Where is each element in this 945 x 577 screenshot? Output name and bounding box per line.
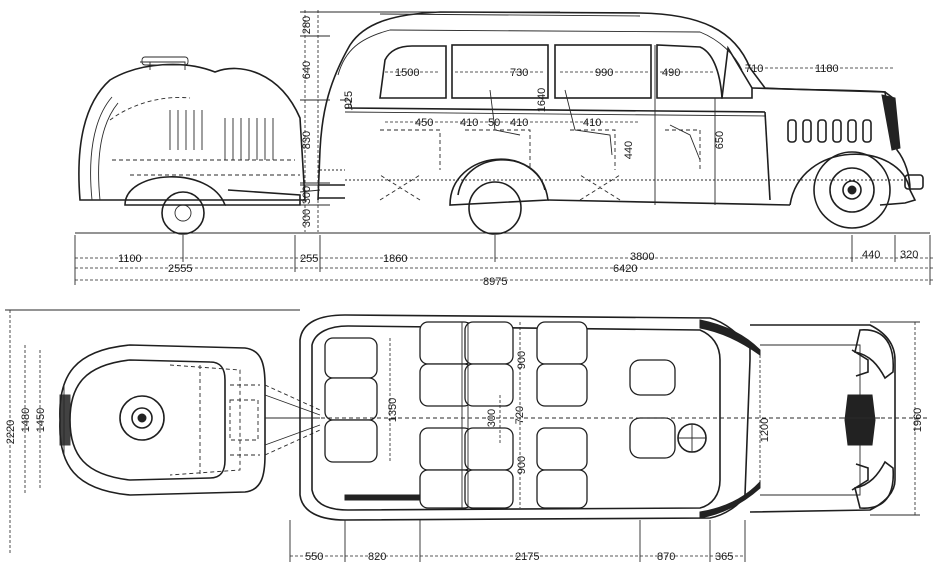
seat <box>324 377 378 421</box>
dim-1450: 1450 <box>35 408 47 432</box>
seat <box>419 427 473 471</box>
seat <box>536 469 588 509</box>
dim-410-b: 410 <box>510 117 528 129</box>
dim-2175: 2175 <box>515 551 539 563</box>
dim-1200: 1200 <box>759 418 771 442</box>
dim-730: 730 <box>510 67 528 79</box>
dim-820: 820 <box>368 551 386 563</box>
top-view: 2220 1480 1450 900 900 1350 300 720 1200… <box>5 309 930 563</box>
seat <box>419 363 473 407</box>
dim-990: 990 <box>595 67 613 79</box>
seat <box>536 427 588 471</box>
dim-365: 365 <box>715 551 733 563</box>
dim-925: 925 <box>343 91 355 109</box>
dim-450: 450 <box>415 117 433 129</box>
side-vertical-dimensions: 280 640 830 300 300 <box>300 10 560 232</box>
dim-650: 650 <box>714 131 726 149</box>
dim-410-c: 410 <box>583 117 601 129</box>
side-interior-dimensions: 1500 730 990 490 710 1180 450 410 50 410… <box>343 63 893 159</box>
seat <box>536 321 588 365</box>
dim-300-upper: 300 <box>301 186 313 204</box>
trailer-side <box>78 56 321 235</box>
trailer-top <box>59 344 321 496</box>
dim-6420: 6420 <box>613 263 637 275</box>
dim-710: 710 <box>745 63 763 75</box>
dim-640: 640 <box>301 61 313 79</box>
dim-550: 550 <box>305 551 323 563</box>
dim-870: 870 <box>657 551 675 563</box>
dim-900-lower: 900 <box>516 456 528 474</box>
dim-1500: 1500 <box>395 67 419 79</box>
dim-300-lower: 300 <box>301 209 313 227</box>
dim-830: 830 <box>301 131 313 149</box>
dim-3800: 3800 <box>630 251 654 263</box>
seat <box>629 359 676 396</box>
seat <box>324 419 378 463</box>
dim-720: 720 <box>514 406 526 424</box>
bus-side <box>317 11 924 235</box>
dim-1350: 1350 <box>387 398 399 422</box>
seat <box>464 427 514 471</box>
bus-top <box>299 314 930 521</box>
seat <box>419 469 473 509</box>
dim-280: 280 <box>301 16 313 34</box>
dim-440: 440 <box>862 249 880 261</box>
dim-2220: 2220 <box>5 420 17 444</box>
top-view-dimensions: 2220 1480 1450 900 900 1350 300 720 1200… <box>5 309 924 563</box>
seat <box>419 321 473 365</box>
dim-8975: 8975 <box>483 276 507 288</box>
seat <box>464 321 514 365</box>
seat <box>629 417 676 459</box>
dim-50: 50 <box>488 117 500 129</box>
dim-320: 320 <box>900 249 918 261</box>
seat <box>536 363 588 407</box>
dim-1480: 1480 <box>20 408 32 432</box>
dim-2555: 2555 <box>168 263 192 275</box>
dim-1960: 1960 <box>912 408 924 432</box>
side-horizontal-dimensions: 1100 255 1860 3800 440 320 2555 6420 897… <box>74 235 935 288</box>
dim-1640: 1640 <box>536 88 548 112</box>
dim-300-top: 300 <box>486 409 498 427</box>
side-view: 280 640 830 300 300 1500 730 990 490 710… <box>74 10 935 288</box>
seat <box>464 469 514 509</box>
dim-1100: 1100 <box>118 253 142 265</box>
dim-490: 490 <box>662 67 680 79</box>
seat <box>464 363 514 407</box>
seat <box>324 337 378 379</box>
dim-255: 255 <box>300 253 318 265</box>
dim-440-vertical: 440 <box>623 141 635 159</box>
dim-1180: 1180 <box>815 63 839 75</box>
dim-1860: 1860 <box>383 253 407 265</box>
dim-410-a: 410 <box>460 117 478 129</box>
dim-900-upper: 900 <box>516 351 528 369</box>
